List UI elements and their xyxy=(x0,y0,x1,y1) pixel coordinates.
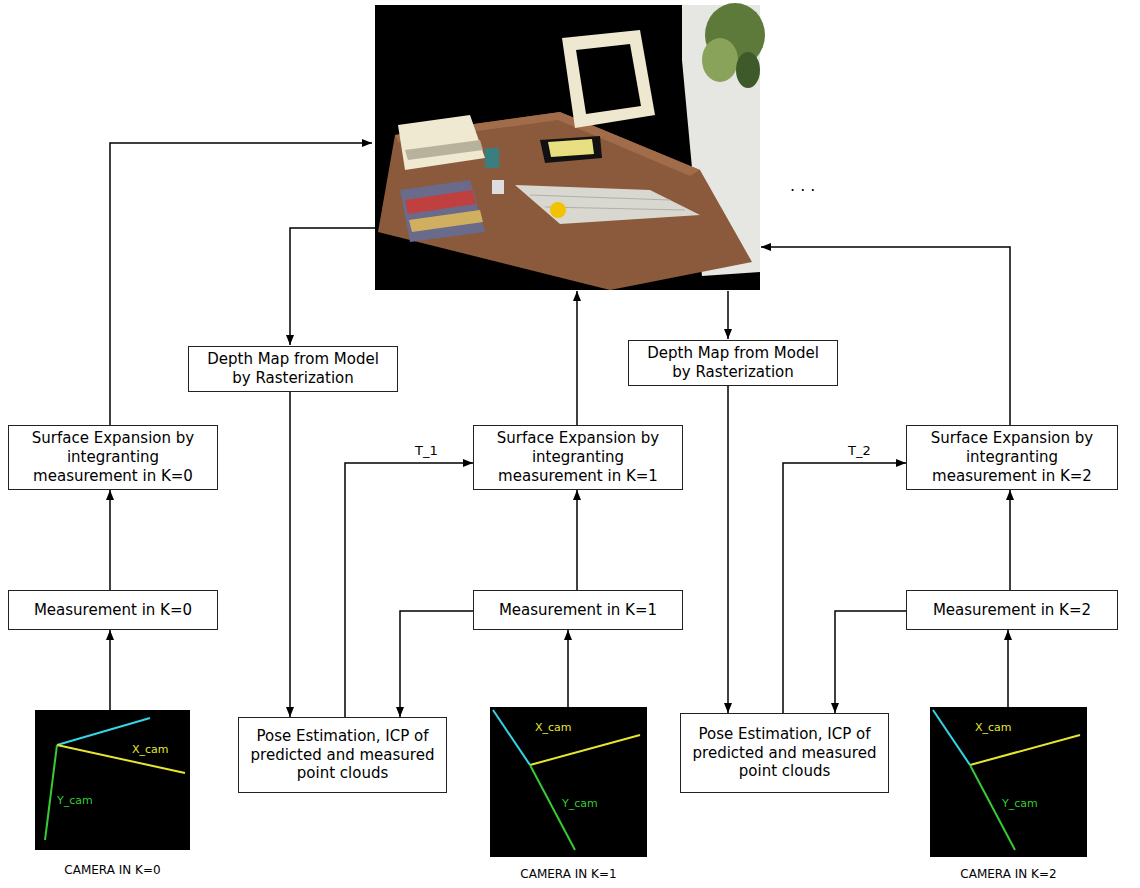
scene-cup xyxy=(485,148,499,168)
scene-magazine-stripe xyxy=(405,190,476,214)
camera-view-ground xyxy=(490,707,647,857)
model-arrow xyxy=(761,247,1010,425)
scene-magazine xyxy=(400,180,485,242)
camera-axis xyxy=(45,745,57,840)
scene-monitor-screen xyxy=(576,44,641,114)
model-arrow xyxy=(290,228,375,345)
flow-arrow xyxy=(109,630,111,710)
axis-label: X_cam xyxy=(975,721,1012,734)
scene-desk xyxy=(378,112,752,290)
flow-arrow xyxy=(289,392,291,718)
box-label: Surface Expansion by integranting measur… xyxy=(17,429,209,485)
box-label: Pose Estimation, ICP of predicted and me… xyxy=(689,725,880,781)
camera-axis xyxy=(493,710,530,765)
measurement-box: Measurement in K=2 xyxy=(906,590,1118,630)
transform-label: T_2 xyxy=(846,443,873,459)
scene-keyboard-keys xyxy=(545,207,685,210)
model-arrow xyxy=(576,291,578,425)
surface-expansion-box: Surface Expansion by integranting measur… xyxy=(473,425,683,490)
scene-printer-slot xyxy=(405,140,483,160)
surface-expansion-box: Surface Expansion by integranting measur… xyxy=(8,425,218,490)
flow-arrow xyxy=(576,490,578,590)
flow-arrow xyxy=(727,386,729,714)
flow-arrow xyxy=(567,630,569,707)
box-label: Surface Expansion by integranting measur… xyxy=(482,429,674,485)
axis-label: Y_cam xyxy=(1002,797,1038,810)
scene-magazine-stripe xyxy=(409,210,483,232)
scene-keyboard xyxy=(515,185,700,224)
flow-arrow xyxy=(835,611,906,713)
box-label: Measurement in K=2 xyxy=(933,601,1091,620)
pose-estimation-box: Pose Estimation, ICP of predicted and me… xyxy=(680,713,889,793)
camera-caption: CAMERA IN K=2 xyxy=(930,867,1087,881)
camera-view-ground xyxy=(35,710,190,850)
flow-arrow xyxy=(1009,490,1011,590)
continuation-mark: . . . xyxy=(790,176,815,195)
flow-arrow xyxy=(1007,630,1009,707)
box-label: Measurement in K=1 xyxy=(499,601,657,620)
scene-ball xyxy=(550,202,566,218)
scene-plant xyxy=(736,52,760,88)
camera-view: X_camY_camCAMERA IN K=0 xyxy=(35,710,190,850)
camera-caption: CAMERA IN K=1 xyxy=(490,867,647,881)
axis-label: X_cam xyxy=(132,743,169,756)
flow-arrow xyxy=(345,463,473,717)
scene-tray xyxy=(540,136,602,163)
transform-label: T_1 xyxy=(413,443,440,459)
scene-background xyxy=(375,5,760,290)
pose-estimation-box: Pose Estimation, ICP of predicted and me… xyxy=(238,717,447,793)
axis-label: X_cam xyxy=(535,721,572,734)
camera-axis xyxy=(530,735,640,765)
box-label: Pose Estimation, ICP of predicted and me… xyxy=(247,727,438,783)
surface-expansion-box: Surface Expansion by integranting measur… xyxy=(906,425,1118,490)
scene-illustration xyxy=(375,3,765,290)
box-label: Measurement in K=0 xyxy=(34,601,192,620)
scene-cup xyxy=(492,180,504,194)
scene-plant xyxy=(702,38,738,82)
flow-arrow xyxy=(400,611,473,717)
camera-axis xyxy=(933,710,970,765)
camera-view: X_camY_camCAMERA IN K=1 xyxy=(490,707,647,857)
flow-arrow xyxy=(109,490,111,590)
scene-desk-edge xyxy=(395,112,700,176)
depth-map-box: Depth Map from Model by Rasterization xyxy=(188,346,398,392)
camera-axis xyxy=(970,735,1080,765)
depth-map-box: Depth Map from Model by Rasterization xyxy=(628,340,838,386)
axis-label: Y_cam xyxy=(57,794,93,807)
scene-notepad xyxy=(548,139,594,157)
axis-label: Y_cam xyxy=(562,797,598,810)
measurement-box: Measurement in K=0 xyxy=(8,590,218,630)
box-label: Surface Expansion by integranting measur… xyxy=(915,429,1109,485)
scene-keyboard-keys xyxy=(530,195,670,200)
model-arrow xyxy=(727,291,729,339)
camera-view-ground xyxy=(930,707,1087,857)
box-label: Depth Map from Model by Rasterization xyxy=(197,350,389,388)
scene-printer xyxy=(398,115,485,170)
flow-arrow xyxy=(783,463,906,713)
camera-caption: CAMERA IN K=0 xyxy=(35,863,190,877)
camera-axis xyxy=(57,718,150,745)
box-label: Depth Map from Model by Rasterization xyxy=(637,344,829,382)
measurement-box: Measurement in K=1 xyxy=(473,590,683,630)
scene-monitor xyxy=(562,30,655,128)
camera-view: X_camY_camCAMERA IN K=2 xyxy=(930,707,1087,857)
